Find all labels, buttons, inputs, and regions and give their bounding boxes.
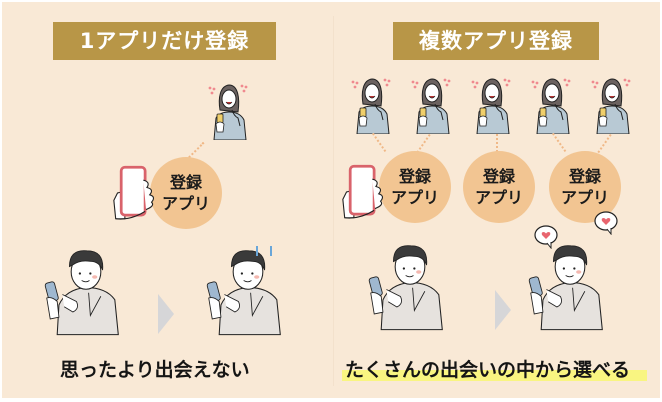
woman-with-phone-icon bbox=[207, 80, 249, 140]
single-app-panel: 1アプリだけ登録 登録 アプリ 思ったより出会えない bbox=[2, 2, 331, 398]
connector-dots bbox=[597, 134, 612, 154]
man-happy-icon bbox=[522, 240, 618, 332]
single-app-caption: 思ったより出会えない bbox=[60, 359, 250, 381]
registered-app-bubble: 登録 アプリ bbox=[150, 157, 222, 229]
sweat-lines-icon bbox=[256, 246, 272, 256]
caption-highlight bbox=[342, 370, 647, 381]
bubble-line2: アプリ bbox=[161, 194, 210, 213]
registered-app-bubble: 登録 アプリ bbox=[463, 151, 535, 223]
heart-speech-bubble-icon bbox=[533, 225, 559, 249]
woman-with-phone-icon bbox=[470, 74, 512, 134]
diagram-canvas: 1アプリだけ登録 登録 アプリ 思ったより出会えない 複数アプリ登録 登録 アプ… bbox=[2, 2, 660, 398]
bubble-line2: アプリ bbox=[474, 188, 523, 207]
woman-with-phone-icon bbox=[530, 74, 572, 134]
multi-app-title: 複数アプリ登録 bbox=[393, 22, 599, 60]
connector-dots bbox=[552, 132, 567, 153]
single-app-title: 1アプリだけ登録 bbox=[53, 22, 276, 60]
bubble-line2: アプリ bbox=[390, 188, 439, 207]
woman-with-phone-icon bbox=[410, 74, 452, 134]
bubble-line1: 登録 bbox=[398, 167, 431, 186]
bubble-line1: 登録 bbox=[482, 167, 515, 186]
connector-dots bbox=[372, 132, 387, 153]
arrow-right-icon bbox=[158, 294, 174, 334]
hand-holding-phone-icon bbox=[112, 164, 158, 222]
multi-app-panel: 複数アプリ登録 登録 アプリ 登録 アプリ 登録 アプリ たくさんの出会いの中か bbox=[332, 2, 660, 398]
man-disappointed-icon bbox=[200, 246, 296, 336]
arrow-right-icon bbox=[495, 290, 511, 330]
hand-holding-phone-icon bbox=[341, 164, 387, 220]
bubble-line1: 登録 bbox=[568, 167, 601, 186]
bubble-line1: 登録 bbox=[169, 173, 202, 192]
heart-speech-bubble-icon bbox=[593, 211, 619, 235]
woman-with-phone-icon bbox=[590, 74, 632, 134]
registered-app-bubble: 登録 アプリ bbox=[379, 151, 451, 223]
registered-app-bubble: 登録 アプリ bbox=[549, 151, 621, 223]
connector-dots bbox=[496, 134, 498, 152]
panel-divider bbox=[333, 16, 334, 386]
woman-with-phone-icon bbox=[350, 74, 392, 134]
bubble-line2: アプリ bbox=[560, 188, 609, 207]
man-with-phone-icon bbox=[38, 246, 134, 336]
man-with-phone-icon bbox=[362, 240, 458, 332]
multi-app-caption: たくさんの出会いの中から選べる bbox=[345, 359, 631, 381]
